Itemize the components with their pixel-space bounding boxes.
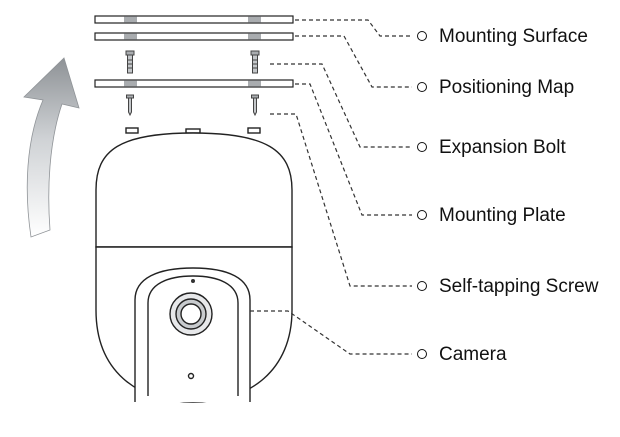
mounting-surface	[94, 15, 294, 24]
expansion-bolt	[125, 50, 260, 74]
curved-up-arrow-icon	[23, 57, 80, 238]
label-mounting-surface: Mounting Surface	[439, 26, 588, 47]
leader-line-mounting-surface	[295, 19, 412, 37]
positioning-map	[94, 32, 294, 41]
callout-bullet-camera	[417, 349, 427, 359]
leader-line-mounting-plate	[295, 83, 412, 216]
callout-bullet-self-tapping-screw	[417, 281, 427, 291]
label-expansion-bolt: Expansion Bolt	[439, 137, 566, 158]
callout-bullet-mounting-surface	[417, 31, 427, 41]
callout-bullet-positioning-map	[417, 82, 427, 92]
label-positioning-map: Positioning Map	[439, 77, 575, 98]
camera	[95, 127, 293, 403]
leader-line-expansion-bolt	[270, 63, 412, 148]
leader-lines	[250, 19, 412, 355]
label-camera: Camera	[439, 344, 507, 365]
callout-bullet-expansion-bolt	[417, 142, 427, 152]
label-mounting-plate: Mounting Plate	[439, 205, 566, 226]
self-tapping-screw	[126, 94, 259, 117]
label-self-tapping-screw: Self-tapping Screw	[439, 276, 599, 297]
leader-line-positioning-map	[295, 35, 412, 88]
mounting-plate	[94, 79, 294, 88]
callout-bullet-mounting-plate	[417, 210, 427, 220]
